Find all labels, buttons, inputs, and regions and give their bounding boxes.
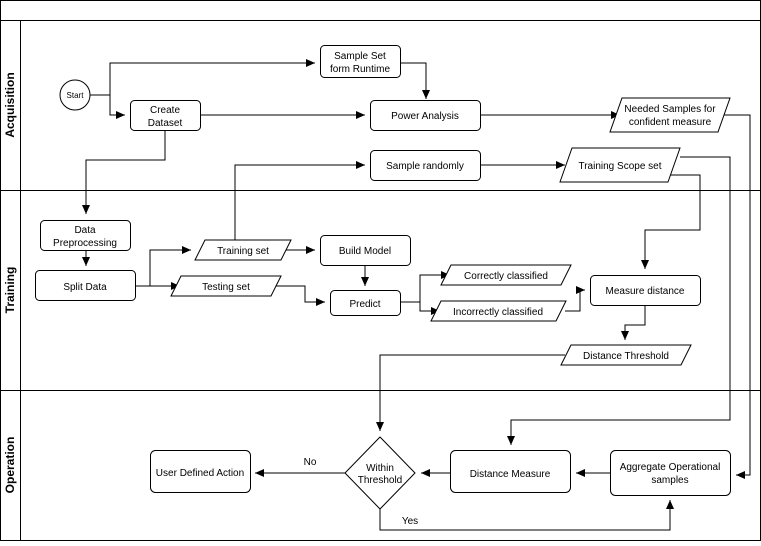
data-preprocessing-node [40, 220, 131, 251]
incorrectly-classified-label: Incorrectly classified [453, 307, 543, 318]
edge-label-no: No [304, 457, 317, 468]
user-defined-action-node [150, 450, 251, 493]
needed-samples-label-1: Needed Samples for [624, 104, 716, 115]
lane-label-acquisition: Acquisition [3, 72, 17, 137]
start-node [59, 79, 91, 111]
create-dataset-label-2: Dataset [148, 118, 183, 129]
testing-set-label: Testing set [202, 282, 250, 293]
correctly-classified-label: Correctly classified [464, 271, 548, 282]
training-set-node [194, 239, 292, 261]
edge-testing-set-to-predict [275, 285, 325, 306]
sample-set-label-2: form Runtime [330, 64, 390, 75]
within-threshold-decision [344, 436, 416, 510]
nodes [35, 45, 731, 510]
training-set-label: Training set [217, 246, 269, 257]
split-data-label: Split Data [63, 282, 107, 293]
measure-distance-label: Measure distance [606, 286, 685, 297]
edge-predict-to-correct [400, 271, 450, 303]
edge-threshold-to-within-threshold [376, 354, 565, 431]
edge-measure-distance-to-threshold [621, 305, 646, 340]
sample-set-label-1: Sample Set [334, 51, 386, 62]
within-threshold-label-2: Threshold [358, 475, 402, 486]
build-model-node [320, 235, 411, 266]
user-defined-action-label: User Defined Action [156, 468, 244, 479]
edge-start-to-create-dataset [90, 94, 125, 119]
measure-distance-node [590, 275, 701, 306]
start-label: Start [67, 91, 85, 100]
power-analysis-node [370, 100, 481, 131]
within-threshold-label-1: Within [366, 463, 394, 474]
training-scope-set-label: Training Scope set [578, 161, 661, 172]
distance-threshold-label: Distance Threshold [583, 351, 669, 362]
aggregate-operational-node [610, 450, 731, 496]
sample-randomly-node [370, 150, 481, 181]
edge-scope-set-to-measure-distance [641, 174, 701, 269]
edge-start-to-sample-set [90, 59, 315, 96]
edge-training-set-to-sample-randomly [234, 161, 365, 240]
aggregate-operational-label-2: samples [651, 475, 688, 486]
distance-measure-node [450, 450, 571, 493]
aggregate-operational-label-1: Aggregate Operational [620, 462, 721, 473]
edge-within-threshold-yes [379, 500, 674, 531]
needed-samples-node [609, 97, 731, 133]
node-labels: Start Sample Set form Runtime Create Dat… [53, 51, 720, 486]
edge-label-yes: Yes [402, 516, 418, 527]
create-dataset-label-1: Create [150, 105, 180, 116]
edge-scope-set-to-distance-measure [507, 156, 731, 445]
edge-create-dataset-to-preprocessing [82, 130, 166, 214]
testing-set-node [170, 275, 282, 297]
sample-randomly-label: Sample randomly [386, 161, 464, 172]
predict-label: Predict [349, 299, 380, 310]
edge-incorrect-to-measure-distance [565, 286, 585, 312]
needed-samples-label-2: confident measure [629, 117, 712, 128]
build-model-label: Build Model [339, 246, 391, 257]
sample-set-node [320, 45, 401, 78]
edge-predict-to-incorrect [400, 301, 440, 315]
incorrectly-classified-node [430, 300, 567, 322]
predict-node [330, 290, 401, 316]
data-preprocessing-label-2: Preprocessing [53, 238, 117, 249]
correctly-classified-node [440, 264, 572, 286]
connectors [82, 59, 751, 531]
distance-threshold-node [560, 344, 692, 366]
data-preprocessing-label-1: Data [74, 225, 96, 236]
training-scope-set-node [559, 147, 681, 183]
edge-sample-set-to-power-analysis [400, 62, 430, 99]
distance-measure-label: Distance Measure [470, 469, 551, 480]
split-data-node [35, 270, 136, 301]
power-analysis-label: Power Analysis [391, 111, 459, 122]
create-dataset-node [130, 100, 201, 131]
lane-label-training: Training [3, 267, 17, 314]
lane-label-operation: Operation [3, 437, 17, 494]
edge-needed-samples-to-aggregate [720, 114, 751, 479]
